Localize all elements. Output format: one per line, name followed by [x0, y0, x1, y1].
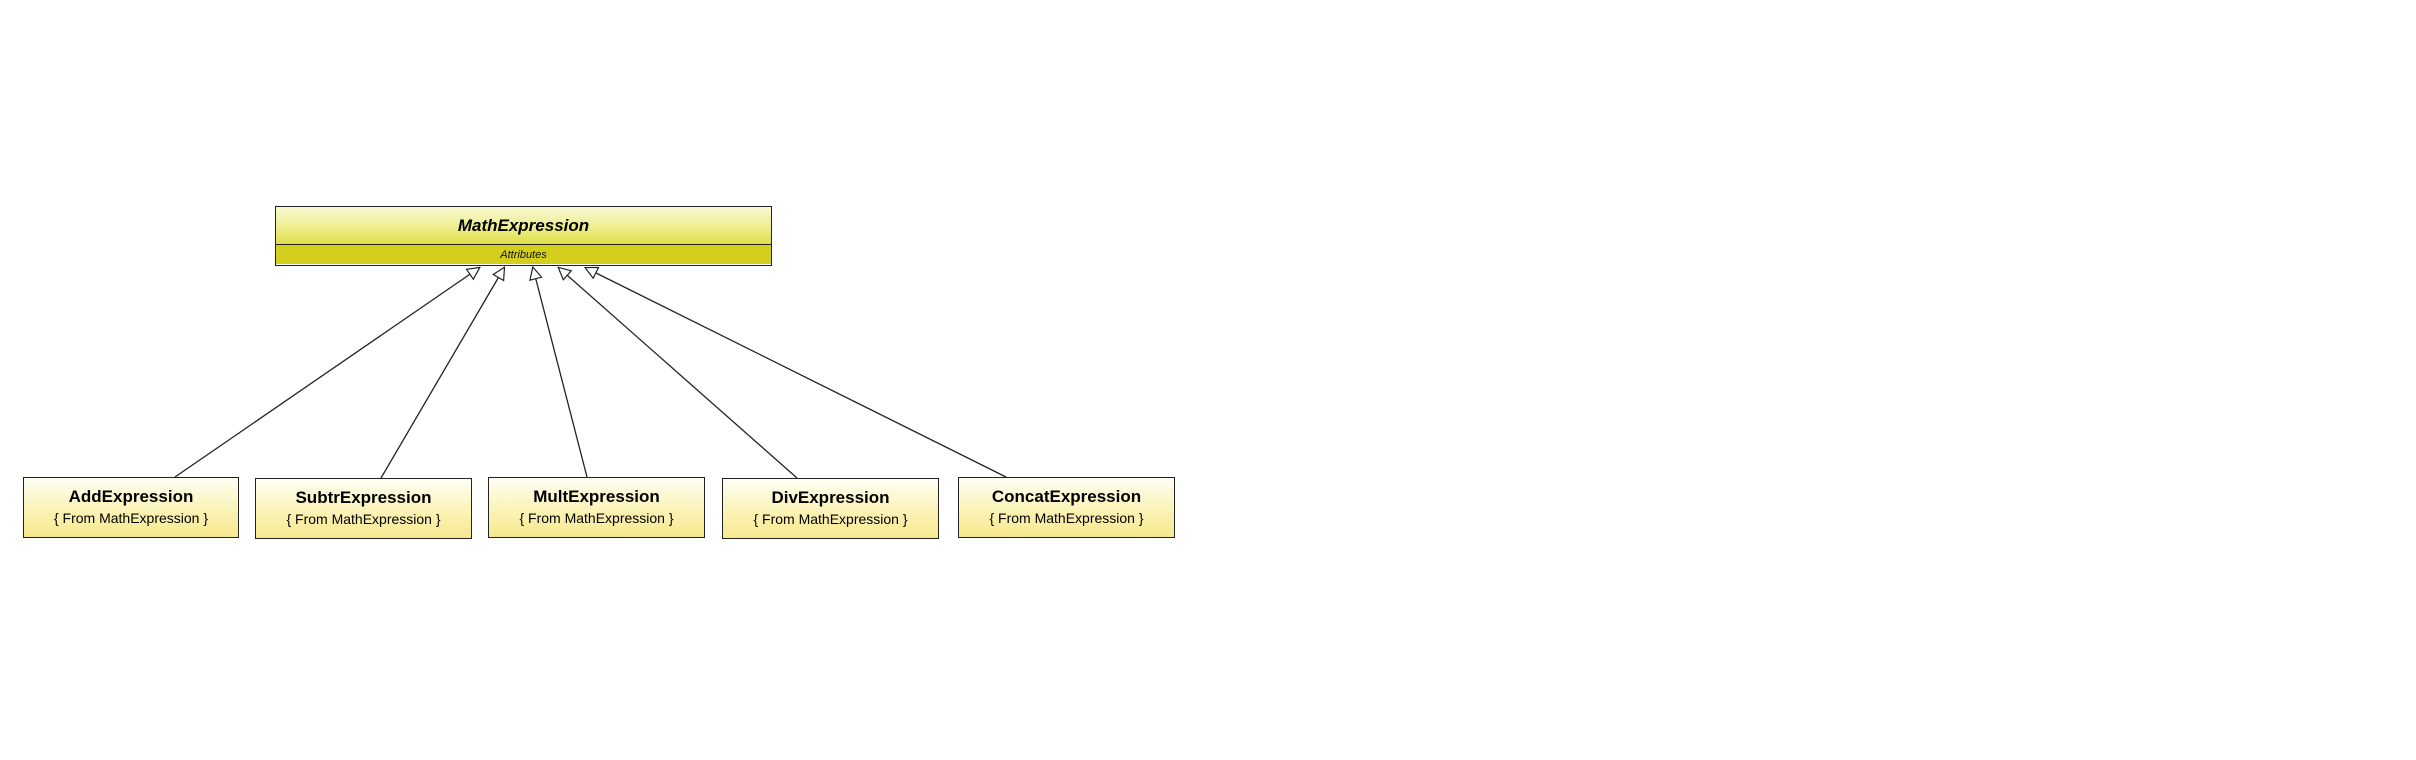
class-name: MathExpression	[457, 216, 590, 235]
class-name: AddExpression	[68, 487, 194, 506]
class-name: SubtrExpression	[295, 488, 432, 507]
attributes-label: Attributes	[500, 249, 547, 261]
class-mathexpression[interactable]: MathExpression Attributes	[275, 206, 772, 266]
class-stereotype: { From MathExpression }	[53, 510, 209, 526]
edge-mult-to-math	[533, 268, 588, 478]
class-name: MultExpression	[533, 487, 660, 506]
class-concatexpression[interactable]: ConcatExpression { From MathExpression }	[958, 477, 1175, 538]
class-addexpression[interactable]: AddExpression { From MathExpression }	[23, 477, 239, 538]
edge-add-to-math	[174, 268, 479, 478]
class-multexpression[interactable]: MultExpression { From MathExpression }	[488, 477, 705, 538]
class-name: DivExpression	[771, 488, 890, 507]
class-stereotype: { From MathExpression }	[753, 511, 908, 527]
class-subtrexpression[interactable]: SubtrExpression { From MathExpression }	[255, 478, 472, 539]
edge-concat-to-math	[586, 268, 1007, 478]
class-name: ConcatExpression	[991, 487, 1142, 506]
edge-div-to-math	[559, 268, 798, 479]
class-stereotype: { From MathExpression }	[519, 510, 674, 526]
attributes-compartment: Attributes	[276, 245, 771, 264]
class-stereotype: { From MathExpression }	[286, 511, 441, 527]
class-header: MathExpression	[276, 207, 771, 245]
class-divexpression[interactable]: DivExpression { From MathExpression }	[722, 478, 939, 539]
edge-subtr-to-math	[380, 268, 504, 479]
class-stereotype: { From MathExpression }	[989, 510, 1144, 526]
